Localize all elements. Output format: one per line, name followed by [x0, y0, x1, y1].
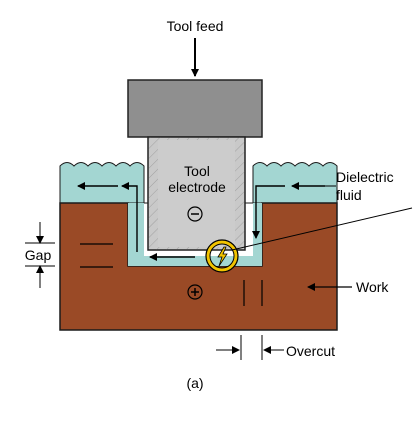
tool-holder: [127, 79, 263, 138]
work-label: Work: [356, 279, 389, 295]
overcut-dimension: [216, 335, 284, 360]
dielectric-label-line1: Dielectric: [336, 169, 394, 185]
dielectric-fluid: [59, 162, 338, 204]
gap-label: Gap: [25, 247, 52, 263]
gap-dimension: [25, 222, 55, 288]
plus-circle-icon: [187, 284, 203, 300]
tool-electrode: [147, 136, 246, 251]
flow-arrows: [77, 182, 325, 261]
tool-feed-label: Tool feed: [167, 18, 224, 34]
overcut-label: Overcut: [286, 343, 335, 359]
minus-circle-icon: [187, 206, 203, 222]
work-marks: [80, 243, 263, 306]
figure-caption: (a): [186, 375, 203, 391]
lightning-bolt-icon: [217, 246, 228, 267]
dielectric-label-line2: fluid: [336, 187, 362, 203]
tool-label-line1: Tool: [184, 163, 210, 179]
spark-ring: [206, 240, 238, 272]
spark-leader-line: [231, 207, 413, 251]
tool-label-line2: electrode: [168, 179, 226, 195]
cavity-fluid: [128, 203, 262, 266]
